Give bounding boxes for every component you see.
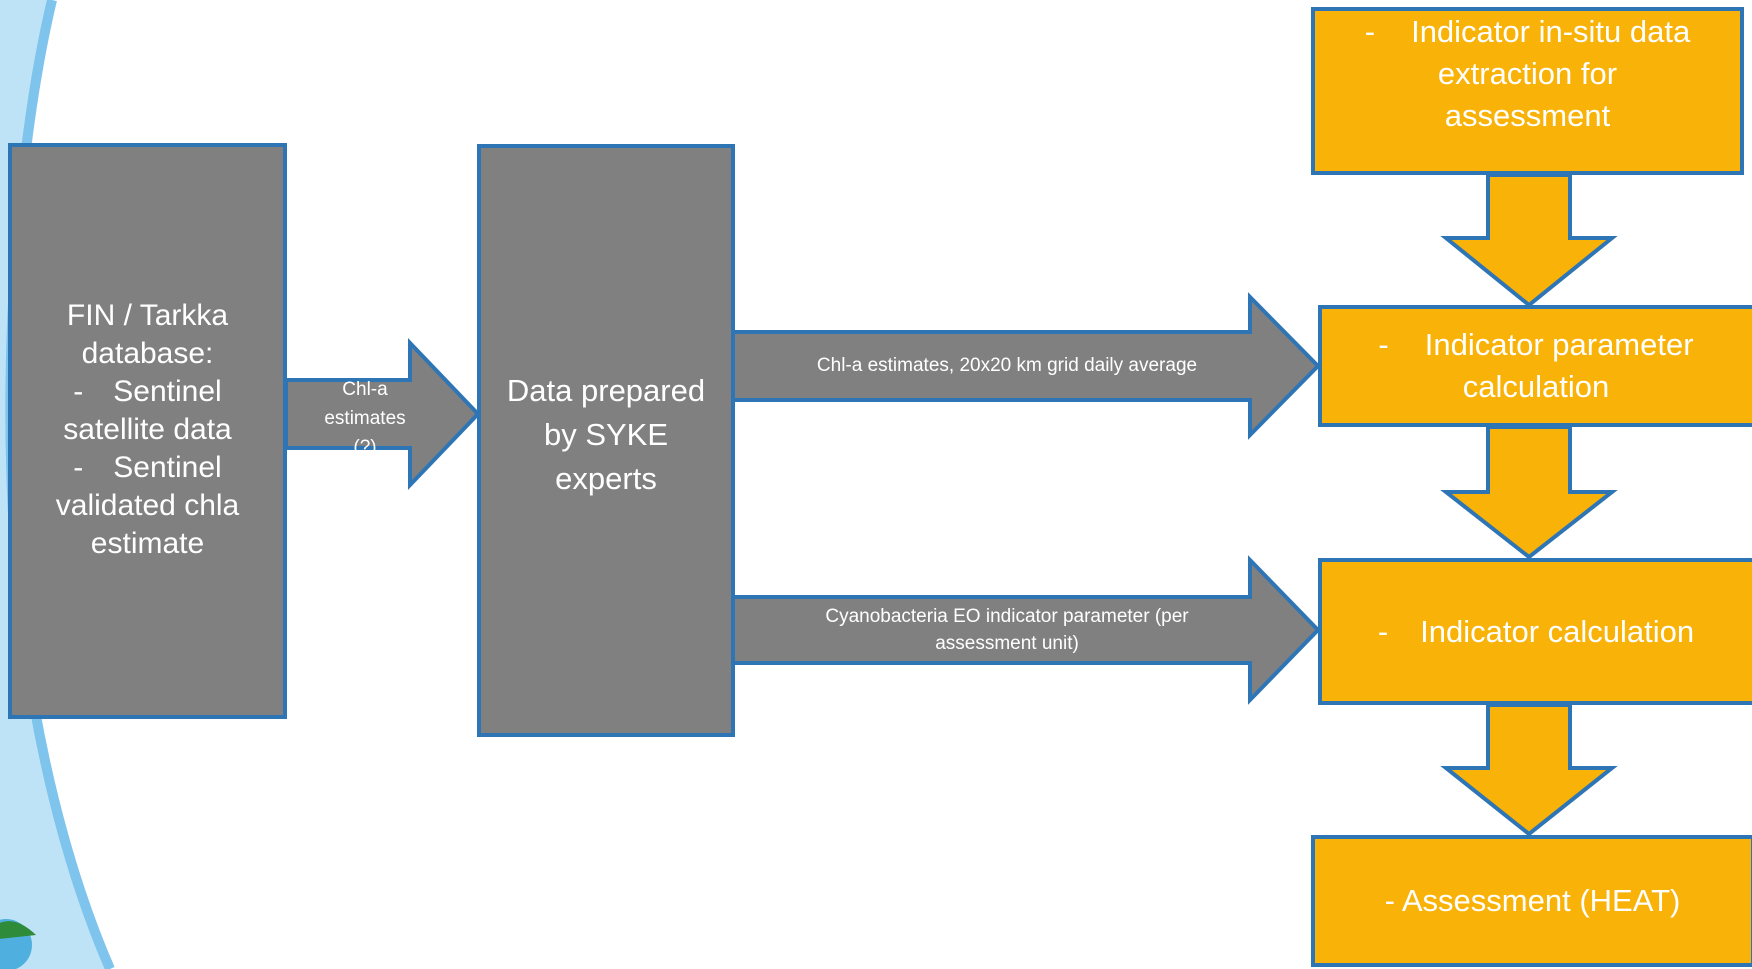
cyano-line2: assessment unit) (935, 633, 1079, 654)
chla-grid-arrow (731, 292, 1321, 440)
chla-small-line3: (?) (353, 437, 377, 458)
source-item1-line1: Sentinel (113, 375, 222, 408)
cyano-line1: Cyanobacteria EO indicator parameter (pe… (825, 606, 1189, 627)
prep-line3: experts (555, 461, 657, 496)
assessment-box-text: - Assessment (HEAT) (1313, 837, 1752, 965)
indicator-box-text: -Indicator calculation (1320, 560, 1752, 703)
param-bullet: - (1378, 327, 1389, 362)
cyanobacteria-arrow (731, 555, 1321, 705)
prep-line1: Data prepared (506, 373, 706, 408)
source-box-text: FIN / Tarkka database: -Sentinel satelli… (40, 290, 255, 570)
chla-estimates-arrow (284, 338, 481, 490)
prep-line2: by SYKE (543, 417, 669, 452)
param-box-text: -Indicator parameter calculation (1320, 307, 1752, 425)
cyano-arrow-label: Cyanobacteria EO indicator parameter (pe… (733, 603, 1281, 657)
insitu-line1: Indicator in-situ data (1411, 14, 1691, 49)
insitu-box-text: -Indicator in-situ data extraction for a… (1313, 9, 1742, 139)
source-title-line1: FIN / Tarkka (66, 299, 229, 332)
source-bullet-1: - (73, 375, 84, 408)
insitu-line2: extraction for (1437, 56, 1618, 91)
param-line1: Indicator parameter (1424, 327, 1694, 362)
source-item2-line3: estimate (90, 527, 205, 560)
source-bullet-2: - (73, 451, 84, 484)
indicator-parameter-box (1318, 305, 1752, 427)
background-wave (0, 0, 110, 969)
chla-small-arrow-label: Chl-a estimates (?) (300, 375, 430, 462)
down-arrow-3 (1440, 703, 1618, 837)
prep-box-text: Data prepared by SYKE experts (479, 360, 733, 510)
source-database-box (8, 143, 287, 719)
down-arrow-1 (1440, 173, 1618, 308)
source-title-line2: database: (81, 337, 214, 370)
chla-grid-text: Chl-a estimates, 20x20 km grid daily ave… (816, 355, 1198, 376)
indicator-line1: Indicator calculation (1420, 613, 1695, 649)
down-arrow-2 (1440, 425, 1618, 560)
indicator-calculation-box (1318, 558, 1752, 705)
insitu-line3: assessment (1444, 98, 1611, 133)
insitu-bullet: - (1364, 14, 1376, 49)
assessment-heat-box (1311, 835, 1752, 967)
indicator-bullet: - (1377, 613, 1389, 649)
syke-prep-box (477, 144, 735, 737)
chla-small-line1: Chl-a (342, 379, 388, 400)
logo-icon (0, 919, 36, 969)
chla-grid-arrow-label: Chl-a estimates, 20x20 km grid daily ave… (733, 353, 1281, 379)
source-item2-line2: validated chla (55, 489, 240, 522)
assessment-label: - Assessment (HEAT) (1384, 883, 1681, 918)
param-line2: calculation (1462, 369, 1610, 404)
source-item2-line1: Sentinel (113, 451, 222, 484)
chla-small-line2: estimates (324, 408, 406, 429)
source-item1-line2: satellite data (63, 413, 232, 446)
